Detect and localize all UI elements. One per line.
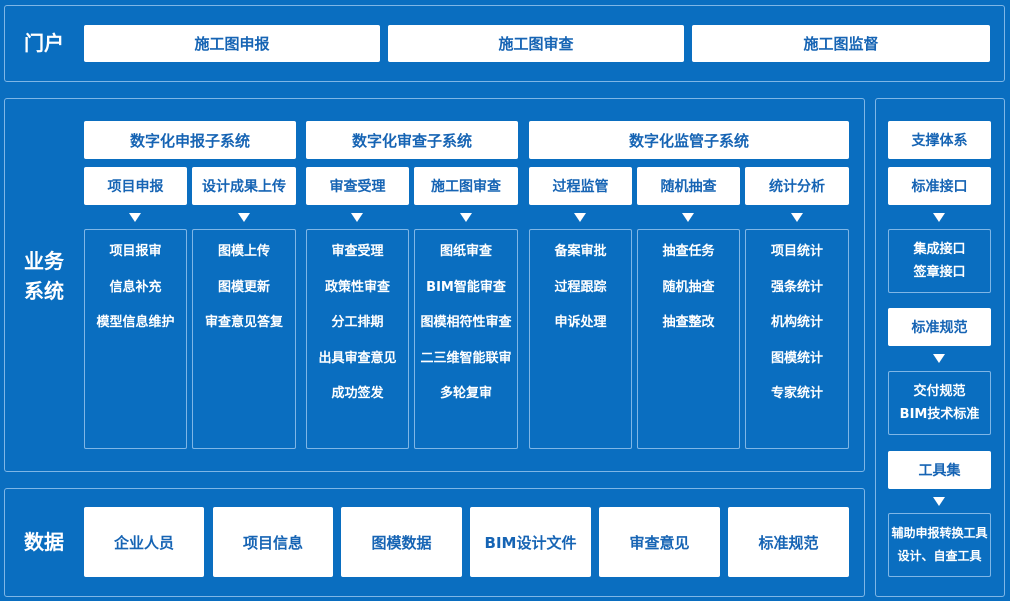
list-statistics: 项目统计 强条统计 机构统计 图模统计 专家统计 (745, 229, 849, 449)
list-item[interactable]: 项目统计 (770, 244, 823, 259)
support-group-toolset[interactable]: 工具集 (888, 451, 991, 489)
portal-item-construction-drawing-supervision[interactable]: 施工图监督 (692, 25, 990, 62)
list-item[interactable]: 随机抽查 (662, 279, 715, 295)
list-item[interactable]: 专家统计 (770, 386, 823, 401)
list-item[interactable]: 抽查任务 (662, 244, 715, 259)
list-item[interactable]: 辅助申报转换工具 (891, 526, 988, 540)
data-item-model-data[interactable]: 图模数据 (341, 507, 462, 577)
list-item[interactable]: 机构统计 (770, 315, 823, 330)
list-drawing-review: 图纸审查 BIM智能审查 图模相符性审查 二三维智能联审 多轮复审 (414, 229, 518, 449)
portal-panel (4, 5, 1005, 82)
data-item-standards[interactable]: 标准规范 (728, 507, 849, 577)
list-item[interactable]: 签章接口 (913, 265, 966, 280)
module-statistics[interactable]: 统计分析 (745, 167, 849, 205)
list-review-acceptance: 审查受理 政策性审查 分工排期 出具审查意见 成功签发 (306, 229, 409, 449)
support-title[interactable]: 支撑体系 (888, 121, 991, 159)
list-item[interactable]: 备案审批 (554, 244, 607, 259)
data-label: 数据 (24, 530, 64, 554)
module-project-declaration[interactable]: 项目申报 (84, 167, 187, 205)
list-item[interactable]: 成功签发 (331, 386, 384, 401)
portal-item-construction-drawing-review[interactable]: 施工图审查 (388, 25, 684, 62)
list-item[interactable]: 模型信息维护 (96, 315, 175, 330)
list-item[interactable]: 设计、自查工具 (897, 549, 982, 563)
data-item-project-info[interactable]: 项目信息 (213, 507, 333, 577)
list-item[interactable]: 图模上传 (217, 244, 270, 259)
support-list-standard-spec: 交付规范 BIM技术标准 (888, 371, 991, 435)
support-panel (875, 98, 1005, 597)
list-process-supervision: 备案审批 过程跟踪 申诉处理 (529, 229, 632, 449)
list-item[interactable]: 过程跟踪 (554, 279, 607, 295)
arrow-down-icon (682, 213, 694, 222)
list-item[interactable]: 出具审查意见 (318, 350, 397, 366)
module-drawing-review[interactable]: 施工图审查 (414, 167, 518, 205)
subsystem-title-review[interactable]: 数字化审查子系统 (306, 121, 518, 159)
arrow-down-icon (238, 213, 250, 222)
subsystem-title-declaration[interactable]: 数字化申报子系统 (84, 121, 296, 159)
list-project-declaration: 项目报审 信息补充 模型信息维护 (84, 229, 187, 449)
list-item[interactable]: 集成接口 (913, 242, 966, 257)
list-item[interactable]: 申诉处理 (554, 315, 607, 330)
portal-label: 门户 (24, 31, 64, 55)
business-label-line2: 系统 (24, 279, 64, 303)
list-item[interactable]: 图模更新 (217, 279, 270, 295)
arrow-down-icon (933, 354, 945, 363)
business-panel (4, 98, 865, 472)
module-random-inspection[interactable]: 随机抽查 (637, 167, 740, 205)
subsystem-title-supervision[interactable]: 数字化监管子系统 (529, 121, 849, 159)
list-item[interactable]: BIM技术标准 (899, 407, 980, 422)
list-random-inspection: 抽查任务 随机抽查 抽查整改 (637, 229, 740, 449)
list-item[interactable]: 审查受理 (331, 244, 384, 259)
arrow-down-icon (933, 497, 945, 506)
list-item[interactable]: 政策性审查 (324, 279, 390, 295)
module-process-supervision[interactable]: 过程监管 (529, 167, 632, 205)
arrow-down-icon (129, 213, 141, 222)
list-design-upload: 图模上传 图模更新 审查意见答复 (192, 229, 296, 449)
data-panel (4, 488, 865, 597)
arrow-down-icon (460, 213, 472, 222)
list-item[interactable]: 图模统计 (770, 350, 823, 366)
list-item[interactable]: 信息补充 (109, 279, 162, 295)
list-item[interactable]: 图模相符性审查 (420, 315, 512, 330)
module-design-upload[interactable]: 设计成果上传 (192, 167, 296, 205)
data-item-review-opinions[interactable]: 审查意见 (599, 507, 720, 577)
support-list-standard-interface: 集成接口 签章接口 (888, 229, 991, 293)
arrow-down-icon (574, 213, 586, 222)
business-label-line1: 业务 (24, 249, 64, 273)
arrow-down-icon (933, 213, 945, 222)
support-group-standard-spec[interactable]: 标准规范 (888, 308, 991, 346)
support-group-standard-interface[interactable]: 标准接口 (888, 167, 991, 205)
data-item-bim-design-files[interactable]: BIM设计文件 (470, 507, 591, 577)
list-item[interactable]: 图纸审查 (439, 244, 492, 259)
list-item[interactable]: 多轮复审 (439, 386, 492, 401)
list-item[interactable]: 分工排期 (331, 315, 384, 330)
list-item[interactable]: 交付规范 (913, 384, 966, 399)
list-item[interactable]: BIM智能审查 (426, 279, 506, 295)
list-item[interactable]: 抽查整改 (662, 315, 715, 330)
module-review-acceptance[interactable]: 审查受理 (306, 167, 409, 205)
business-label: 业务 系统 (14, 246, 74, 306)
list-item[interactable]: 二三维智能联审 (420, 350, 512, 366)
list-item[interactable]: 审查意见答复 (204, 315, 283, 330)
data-item-enterprise-personnel[interactable]: 企业人员 (84, 507, 204, 577)
portal-item-construction-drawing-declaration[interactable]: 施工图申报 (84, 25, 380, 62)
list-item[interactable]: 强条统计 (770, 279, 823, 295)
arrow-down-icon (791, 213, 803, 222)
support-list-toolset: 辅助申报转换工具 设计、自查工具 (888, 513, 991, 577)
arrow-down-icon (351, 213, 363, 222)
list-item[interactable]: 项目报审 (109, 244, 162, 259)
